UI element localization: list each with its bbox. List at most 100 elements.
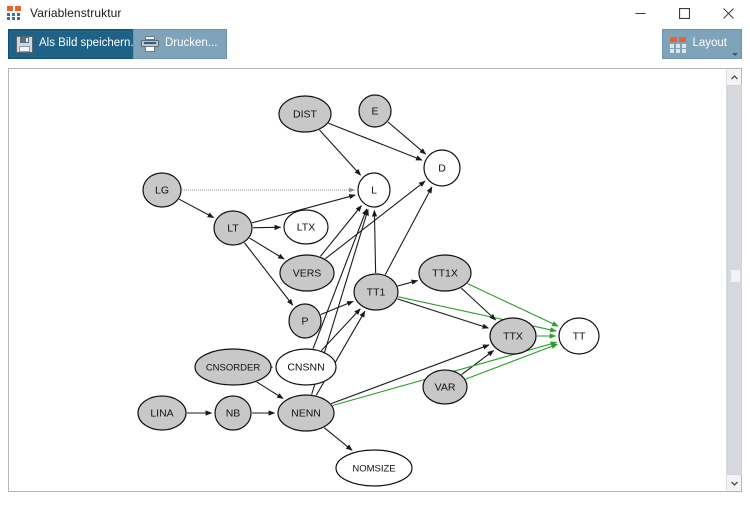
node-label: CNSORDER xyxy=(206,363,261,374)
node-shape xyxy=(283,209,329,245)
graph-edge xyxy=(371,209,378,274)
graph-edge xyxy=(397,298,490,329)
node-shape xyxy=(137,395,187,431)
graph-node-p[interactable]: P xyxy=(288,303,322,339)
node-shape xyxy=(418,254,472,292)
grid-icon xyxy=(670,37,687,53)
graph-canvas[interactable]: DIST E D L LG LT LTX VERS P TT1 TT1X TTX TT VAR CNSORD… xyxy=(8,68,742,492)
graph-node-vers[interactable]: VERS xyxy=(279,254,335,292)
node-label: VERS xyxy=(293,268,322,280)
node-label: TT1X xyxy=(432,268,458,280)
graph-node-l[interactable]: L xyxy=(357,172,391,208)
node-label: LG xyxy=(155,185,169,197)
vertical-scrollbar[interactable] xyxy=(726,69,742,491)
variable-structure-icon xyxy=(7,6,23,20)
graph-edge xyxy=(319,129,361,176)
node-shape xyxy=(288,303,322,339)
node-label: LTX xyxy=(297,222,315,234)
graph-node-ltx[interactable]: LTX xyxy=(283,209,329,245)
graph-node-cnsorder[interactable]: CNSORDER xyxy=(194,348,272,386)
variable-structure-graph: DIST E D L LG LT LTX VERS P TT1 TT1X TTX TT VAR CNSORD… xyxy=(137,94,600,487)
graph-node-e[interactable]: E xyxy=(358,94,392,128)
graph-edges xyxy=(178,121,559,451)
graph-edge xyxy=(467,283,559,327)
graph-edge xyxy=(320,300,354,316)
node-label: E xyxy=(371,106,378,118)
scroll-down-button[interactable] xyxy=(727,475,742,491)
graph-edge xyxy=(461,350,495,375)
graph-node-cnsnn[interactable]: CNSNN xyxy=(275,348,337,386)
node-shape xyxy=(357,172,391,208)
graph-node-tt1[interactable]: TT1 xyxy=(353,273,399,311)
node-shape xyxy=(279,254,335,292)
node-label: TT1 xyxy=(367,287,386,299)
node-shape xyxy=(353,273,399,311)
graph-edge xyxy=(249,237,285,260)
node-label: CNSNN xyxy=(287,362,324,374)
graph-edge xyxy=(460,287,497,321)
node-shape xyxy=(558,317,600,355)
node-label: TT xyxy=(573,331,586,343)
chevron-down-icon[interactable] xyxy=(732,53,738,56)
graph-node-d[interactable]: D xyxy=(423,149,461,187)
graph-node-ttx[interactable]: TTX xyxy=(489,317,537,355)
scrollbar-track[interactable] xyxy=(727,85,742,475)
graph-node-lt[interactable]: LT xyxy=(213,210,253,246)
node-shape xyxy=(142,172,182,208)
node-label: D xyxy=(438,163,446,175)
node-shape xyxy=(277,394,335,432)
print-button[interactable]: Drucken... xyxy=(133,29,228,59)
floppy-disk-icon xyxy=(16,35,33,53)
graph-node-lina[interactable]: LINA xyxy=(137,395,187,431)
graph-node-tt[interactable]: TT xyxy=(558,317,600,355)
graph-edge xyxy=(320,308,361,351)
graph-node-var[interactable]: VAR xyxy=(422,369,468,405)
node-label: NOMSIZE xyxy=(352,464,395,475)
graph-edge xyxy=(325,180,426,260)
graph-node-lg[interactable]: LG xyxy=(142,172,182,208)
toolbar: Als Bild speichern... Drucken... Layout xyxy=(0,26,750,91)
graph-node-nb[interactable]: NB xyxy=(214,395,252,431)
node-shape xyxy=(214,395,252,431)
maximize-button[interactable] xyxy=(662,0,706,26)
save-as-image-button[interactable]: Als Bild speichern... xyxy=(8,29,150,59)
graph-edge xyxy=(328,122,423,161)
graph-edge xyxy=(397,279,419,287)
node-shape xyxy=(422,369,468,405)
node-label: LT xyxy=(227,223,239,235)
node-label: P xyxy=(301,316,308,328)
graph-nodes: DIST E D L LG LT LTX VERS P TT1 TT1X TTX TT VAR CNSORD… xyxy=(137,94,600,487)
node-label: NB xyxy=(226,408,241,420)
scroll-up-button[interactable] xyxy=(727,69,742,85)
graph-node-tt1x[interactable]: TT1X xyxy=(418,254,472,292)
node-shape xyxy=(194,348,272,386)
node-label: DIST xyxy=(293,109,318,121)
node-label: NENN xyxy=(291,408,321,420)
node-label: L xyxy=(371,185,377,197)
scrollbar-thumb[interactable] xyxy=(727,85,742,475)
layout-label: Layout xyxy=(692,37,727,50)
close-button[interactable] xyxy=(706,0,750,26)
graph-node-dist[interactable]: DIST xyxy=(278,95,332,133)
graph-edge xyxy=(312,208,368,349)
scrollbar-grip xyxy=(731,270,740,282)
node-shape xyxy=(489,317,537,355)
graph-node-nomsize[interactable]: NOMSIZE xyxy=(335,449,413,487)
graph-edge xyxy=(384,186,433,275)
graph-edge xyxy=(256,381,284,399)
graph-edge xyxy=(465,343,558,380)
graph-edge xyxy=(252,194,356,224)
print-label: Drucken... xyxy=(165,37,218,50)
node-shape xyxy=(335,449,413,487)
graph-node-nenn[interactable]: NENN xyxy=(277,394,335,432)
node-shape xyxy=(213,210,253,246)
graph-edge xyxy=(323,427,353,451)
node-label: TTX xyxy=(503,331,523,343)
node-shape xyxy=(278,95,332,133)
minimize-button[interactable] xyxy=(618,0,662,26)
layout-button[interactable]: Layout xyxy=(662,29,742,59)
graph-viewport: DIST E D L LG LT LTX VERS P TT1 TT1X TTX TT VAR CNSORD… xyxy=(9,69,727,491)
node-label: VAR xyxy=(435,382,456,394)
graph-edge xyxy=(387,121,427,155)
